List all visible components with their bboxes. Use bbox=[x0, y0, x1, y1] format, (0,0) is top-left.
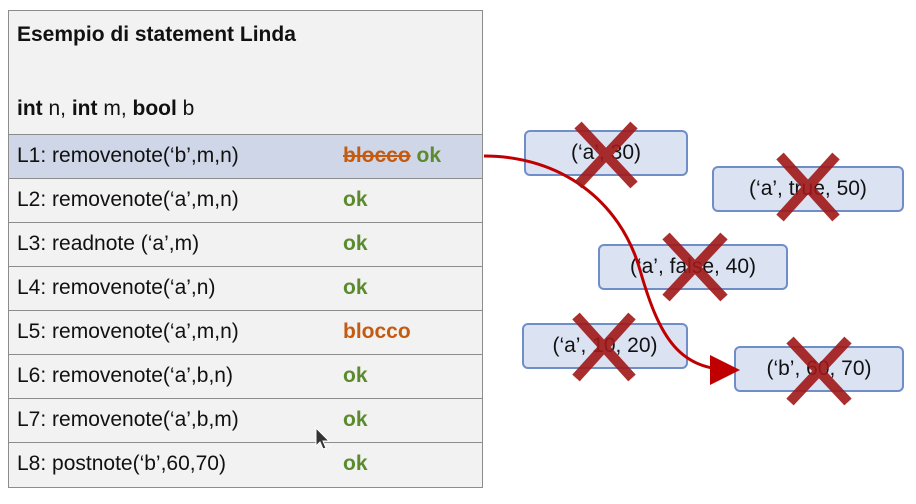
cross-icon bbox=[662, 232, 728, 302]
statement-status: ok bbox=[343, 364, 368, 387]
statement-code: L5: removenote(‘a’,m,n) bbox=[17, 320, 239, 343]
statement-code: L8: postnote(‘b’,60,70) bbox=[17, 452, 226, 475]
statement-status: ok bbox=[343, 452, 368, 475]
table-row-l2: L2: removenote(‘a’,m,n) ok bbox=[9, 178, 482, 222]
linda-statements-table: Esempio di statement Linda int n, int m,… bbox=[8, 10, 483, 488]
cross-icon bbox=[786, 336, 852, 406]
statement-code: L1: removenote(‘b’,m,n) bbox=[17, 144, 239, 167]
statement-code: L2: removenote(‘a’,m,n) bbox=[17, 188, 239, 211]
cross-icon bbox=[776, 152, 840, 222]
table-row-l8: L8: postnote(‘b’,60,70) ok bbox=[9, 442, 482, 486]
statement-status: ok bbox=[343, 408, 368, 431]
table-row-l7: L7: removenote(‘a’,b,m) ok bbox=[9, 398, 482, 442]
statement-status: ok bbox=[343, 276, 368, 299]
statement-status: blocco bbox=[343, 320, 411, 343]
table-row-l4: L4: removenote(‘a’,n) ok bbox=[9, 266, 482, 310]
table-row-l3: L3: readnote (‘a’,m) ok bbox=[9, 222, 482, 266]
cross-icon bbox=[572, 312, 636, 382]
variable-declaration: int n, int m, bool b bbox=[17, 97, 195, 120]
statement-status: blocco ok bbox=[343, 144, 442, 167]
table-row-l1: L1: removenote(‘b’,m,n) blocco ok bbox=[9, 134, 482, 178]
table-title: Esempio di statement Linda bbox=[17, 23, 296, 46]
statement-status: ok bbox=[343, 232, 368, 255]
cross-icon bbox=[574, 121, 638, 189]
table-row-l5: L5: removenote(‘a’,m,n) blocco bbox=[9, 310, 482, 354]
mouse-cursor-icon bbox=[315, 426, 331, 450]
statement-status: ok bbox=[343, 188, 368, 211]
table-row-l6: L6: removenote(‘a’,b,n) ok bbox=[9, 354, 482, 398]
match-arrow bbox=[483, 154, 740, 385]
table-header: Esempio di statement Linda int n, int m,… bbox=[9, 11, 482, 134]
statement-code: L3: readnote (‘a’,m) bbox=[17, 232, 200, 255]
statement-code: L6: removenote(‘a’,b,n) bbox=[17, 364, 233, 387]
statement-code: L7: removenote(‘a’,b,m) bbox=[17, 408, 239, 431]
statement-code: L4: removenote(‘a’,n) bbox=[17, 276, 216, 299]
